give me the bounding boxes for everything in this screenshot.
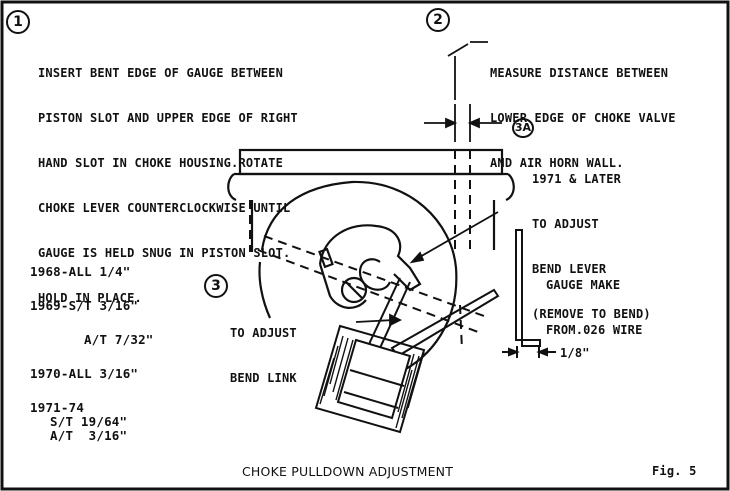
step-1-line: INSERT BENT EDGE OF GAUGE BETWEEN [38,66,284,80]
spec-1970: 1970-ALL 3/16" [30,366,139,381]
step-2-line: AND AIR HORN WALL. [490,156,624,170]
step-1-line: HOLD IN PLACE. [38,291,142,305]
callout-3a: 3A [512,118,534,138]
measure-arrows [424,43,502,142]
step-3a-text: 1971 & LATER TO ADJUST BEND LEVER (REMOV… [532,142,651,352]
gauge-text: GAUGE MAKE FROM.026 WIRE [546,248,643,368]
gauge-line: FROM.026 WIRE [546,323,643,337]
callout-2: 2 [426,8,450,32]
step-1-line: CHOKE LEVER COUNTERCLOCKWISE UNTIL [38,201,291,215]
step-1-line: GAUGE IS HELD SNUG IN PISTON SLOT. [38,246,291,260]
choke-lever [318,224,422,309]
spec-1971-st: S/T 19/64" [50,414,128,429]
gauge-line: GAUGE MAKE [546,278,621,292]
step-1-text: INSERT BENT EDGE OF GAUGE BETWEEN PISTON… [38,36,298,336]
choke-valve-dashed [249,150,485,351]
step-1-line: PISTON SLOT AND UPPER EDGE OF RIGHT [38,111,298,125]
piston-housing [314,324,426,434]
figure-caption: CHOKE PULLDOWN ADJUSTMENT [242,464,454,479]
step-2-text: MEASURE DISTANCE BETWEEN LOWER EDGE OF C… [490,36,676,201]
step-3a-line: BEND LEVER [532,262,607,276]
spec-1969-st: 1969-S/T 3/16" [30,298,139,313]
step-3-line: BEND LINK [230,371,297,385]
spec-1971-74: 1971-74 [30,400,85,415]
step-2-line: LOWER EDGE OF CHOKE VALVE [490,111,676,125]
callout-3: 3 [204,274,228,298]
step-1-line: HAND SLOT IN CHOKE HOUSING.ROTATE [38,156,284,170]
step-3a-line: TO ADJUST [532,217,599,231]
step-3-text: TO ADJUST BEND LINK [230,296,297,416]
step-3a-line: (REMOVE TO BEND) [532,307,651,321]
air-horn-housing [227,148,515,252]
gauge-dimension: 1/8" [560,346,590,360]
spec-1968: 1968-ALL 1/4" [30,264,131,279]
spec-1969-at: A/T 7/32" [84,332,154,347]
gauge-wire [502,229,556,358]
step-2-line: MEASURE DISTANCE BETWEEN [490,66,669,80]
callout-1: 1 [6,10,30,34]
step-3-line: TO ADJUST [230,326,297,340]
step-3a-line: 1971 & LATER [532,172,622,186]
choke-housing-circle [258,180,458,373]
spec-1971-at: A/T 3/16" [50,428,128,443]
figure-label: Fig. 5 [652,464,697,478]
pointer-lines [355,41,499,327]
